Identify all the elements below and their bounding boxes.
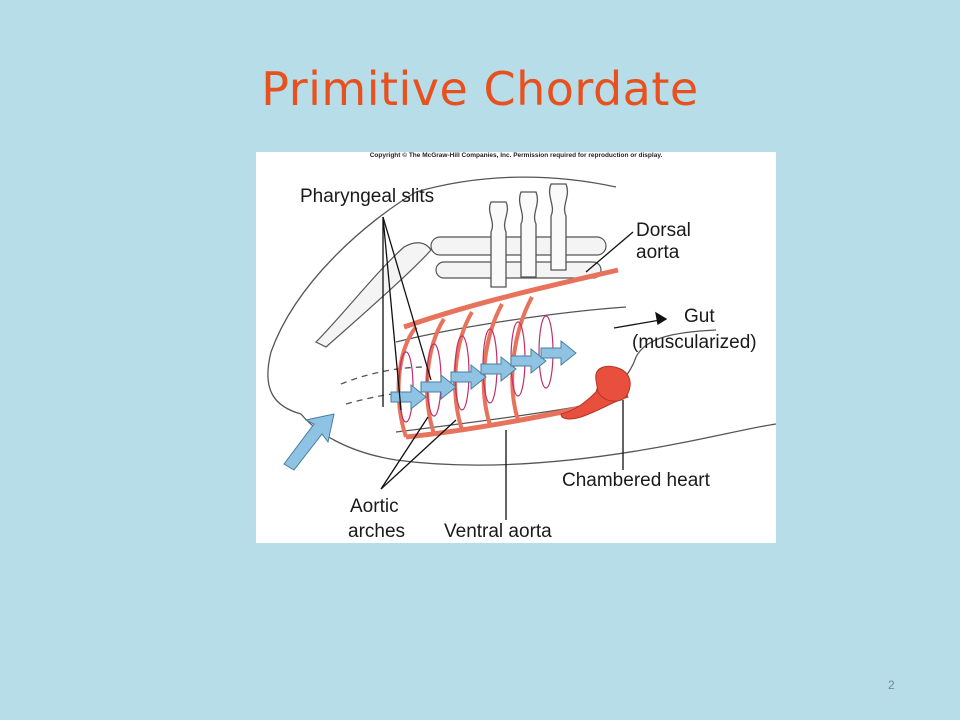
label-dorsal-aorta-line2: aorta (636, 242, 680, 263)
chordate-diagram: Copyright © The McGraw-Hill Companies, I… (256, 152, 776, 543)
label-ventral-aorta: Ventral aorta (444, 521, 552, 542)
dorsal-aorta-vessel (403, 267, 619, 330)
label-pharyngeal-slits: Pharyngeal slits (300, 186, 435, 207)
label-gut-line2: (muscularized) (632, 332, 757, 353)
leader-lines (380, 216, 668, 520)
label-aortic-arches-line2: arches (348, 521, 406, 542)
slide-title: Primitive Chordate (261, 62, 699, 116)
copyright-notice: Copyright © The McGraw-Hill Companies, I… (369, 152, 663, 159)
label-dorsal-aorta-line1: Dorsal (636, 220, 691, 241)
label-gut-line1: Gut (684, 306, 715, 327)
vertebrae (488, 183, 569, 288)
label-aortic-arches-line1: Aortic (350, 496, 399, 517)
water-flow-arrows (283, 339, 577, 471)
diagram-drawing (267, 176, 776, 520)
chambered-heart-shape (560, 365, 631, 420)
label-chambered-heart: Chambered heart (562, 470, 710, 491)
page-number: 2 (888, 678, 895, 692)
